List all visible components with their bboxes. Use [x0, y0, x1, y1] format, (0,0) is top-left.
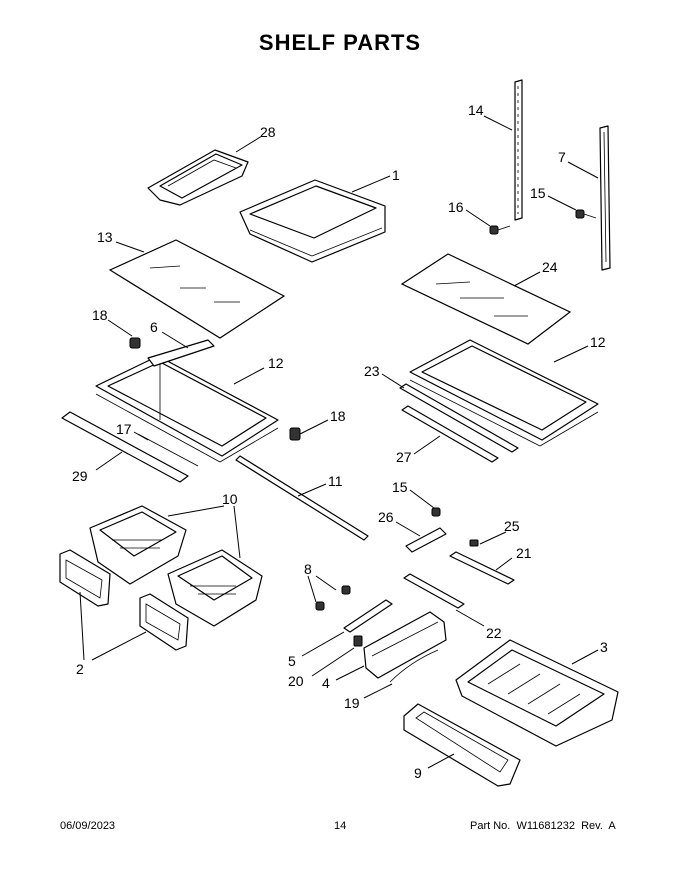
part-15-screw — [575, 209, 597, 219]
footer-date: 06/09/2023 — [60, 820, 116, 832]
callout-labels: 28 1 14 7 16 15 13 24 18 6 12 12 23 18 1… — [72, 102, 608, 781]
part-25-clip — [469, 539, 479, 547]
callout-13: 13 — [97, 229, 113, 245]
callout-26: 26 — [378, 509, 394, 525]
part-18-clip-right — [289, 427, 301, 441]
part-24-glass — [400, 253, 572, 345]
callout-27: 27 — [396, 449, 412, 465]
part-8-screw-a — [341, 585, 351, 595]
callout-12b: 12 — [590, 334, 606, 350]
part-23-trim — [399, 383, 519, 453]
callout-1: 1 — [392, 167, 400, 183]
part-8-screw-b — [315, 601, 325, 611]
part-3-drawer — [455, 639, 619, 747]
part-10-crisper-right — [167, 549, 263, 627]
callout-8: 8 — [304, 561, 312, 577]
callout-14: 14 — [468, 102, 484, 118]
part-13-glass — [108, 239, 286, 339]
callout-21: 21 — [516, 545, 532, 561]
footer-page-number: 14 — [334, 820, 347, 832]
part-1-shelf — [239, 179, 386, 263]
footer-part-number: Part No. W11681232 Rev. A — [470, 820, 616, 832]
callout-22: 22 — [486, 625, 502, 641]
part-2-front-left — [59, 549, 111, 607]
callout-6: 6 — [150, 319, 158, 335]
callout-17: 17 — [116, 421, 132, 437]
part-28-bin — [147, 149, 249, 206]
callout-18b: 18 — [330, 408, 346, 424]
part-22-rail — [403, 573, 465, 609]
callout-23: 23 — [364, 363, 380, 379]
part-9-front — [403, 703, 521, 787]
part-12-frame-right — [409, 339, 599, 447]
callout-19: 19 — [344, 695, 360, 711]
callout-16: 16 — [448, 199, 464, 215]
part-2-front-right — [139, 593, 189, 651]
callout-3: 3 — [600, 639, 608, 655]
part-19-wire — [389, 649, 439, 683]
leader-lines — [79, 115, 599, 769]
part-20-clip — [353, 635, 363, 647]
callout-24: 24 — [542, 259, 558, 275]
part-15-screw-mid — [431, 507, 441, 517]
callout-11: 11 — [328, 473, 343, 489]
callout-28: 28 — [260, 124, 276, 140]
part-7-rail — [599, 125, 611, 271]
callout-5: 5 — [288, 653, 296, 669]
callout-2: 2 — [76, 661, 84, 677]
callout-25: 25 — [504, 518, 520, 534]
part-27-trim — [401, 405, 499, 463]
callout-7: 7 — [558, 149, 566, 165]
callout-29: 29 — [72, 468, 88, 484]
part-16-screw — [489, 225, 511, 235]
part-26-bracket — [405, 527, 447, 553]
callout-4: 4 — [322, 675, 330, 691]
page-title: SHELF PARTS — [258, 30, 422, 55]
callout-20: 20 — [288, 673, 304, 689]
callout-15: 15 — [530, 185, 546, 201]
part-12-frame-left — [95, 355, 279, 463]
part-4-housing — [363, 611, 447, 679]
part-5-bracket — [343, 599, 393, 633]
part-29-trim — [61, 411, 189, 483]
part-17-rod — [137, 433, 199, 467]
part-11-rod — [235, 455, 369, 541]
part-18-clip-left — [129, 337, 141, 349]
callout-15b: 15 — [392, 479, 408, 495]
part-10-crisper-left — [89, 505, 187, 585]
part-14-rail — [514, 79, 523, 221]
callout-9: 9 — [414, 765, 422, 781]
part-6-slide — [147, 339, 215, 367]
callout-18: 18 — [92, 307, 108, 323]
part-21-rail — [449, 551, 515, 585]
callout-10: 10 — [222, 491, 238, 507]
callout-12: 12 — [268, 355, 284, 371]
